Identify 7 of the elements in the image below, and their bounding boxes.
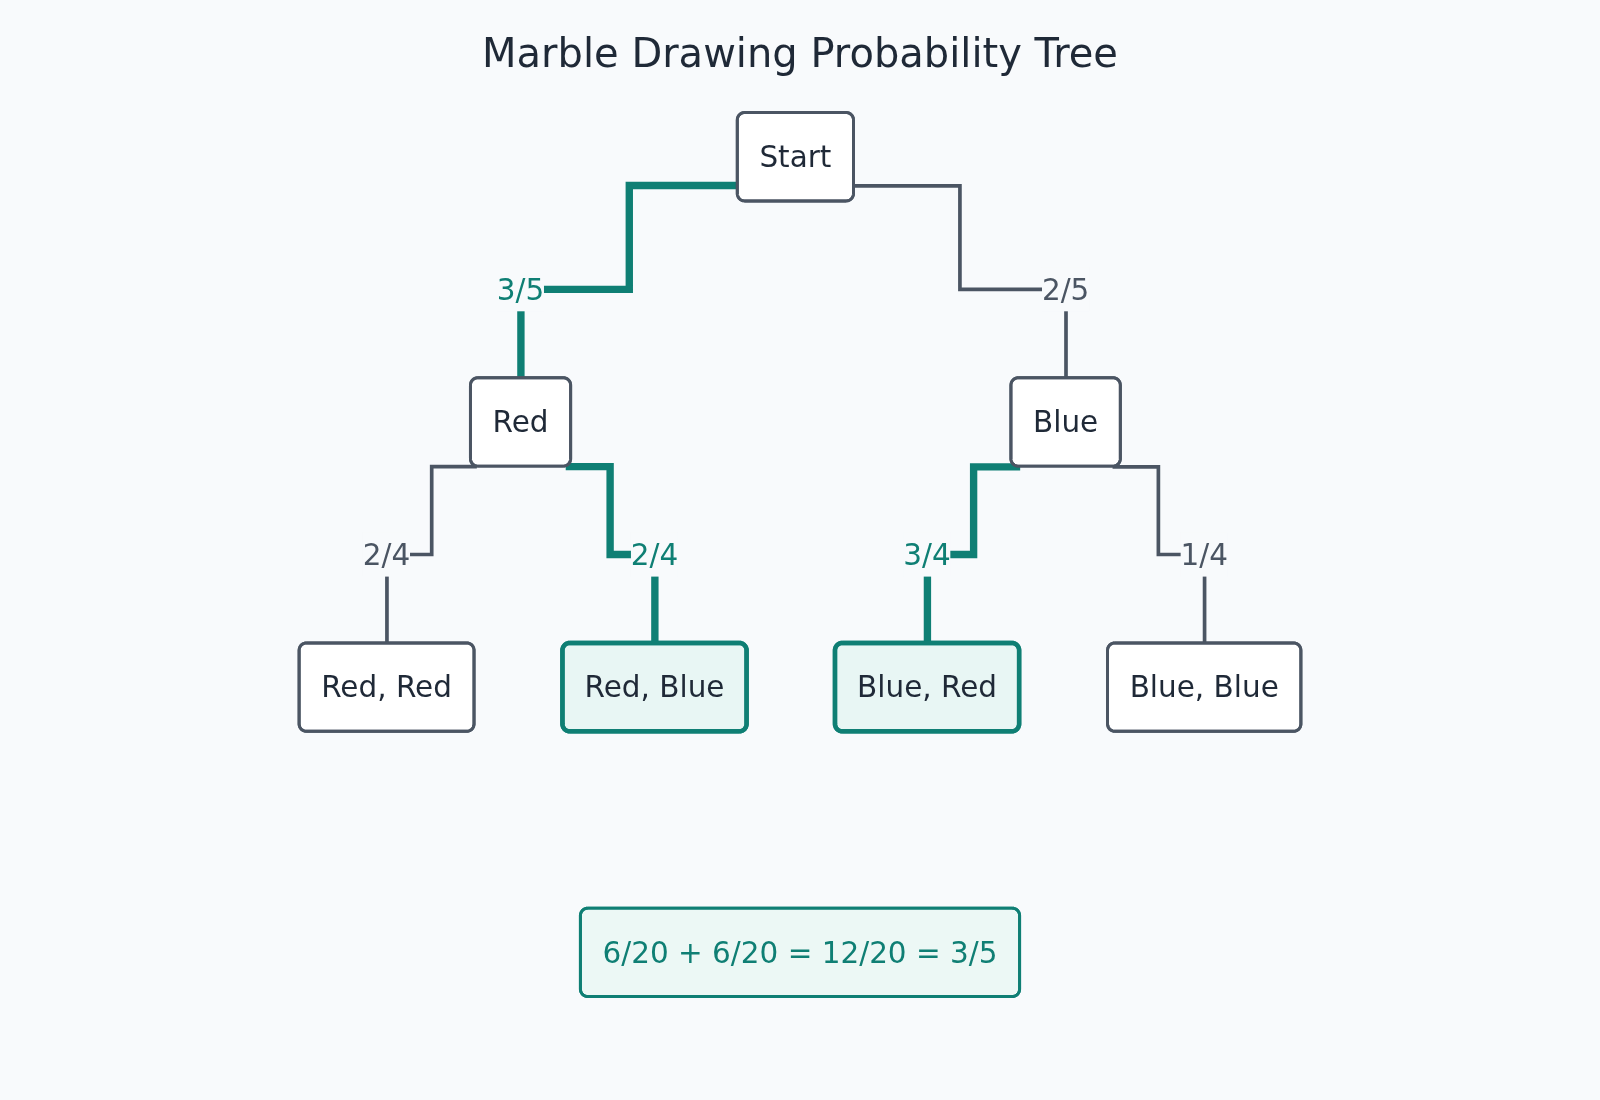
edge-label: 2/4 bbox=[630, 536, 679, 573]
edge-label: 3/5 bbox=[496, 271, 545, 307]
diagram-title: Marble Drawing Probability Tree bbox=[481, 30, 1119, 76]
edge-label: 2/4 bbox=[362, 536, 411, 573]
edge-label: 3/4 bbox=[903, 536, 951, 573]
edge-label: 2/5 bbox=[1041, 271, 1090, 307]
edge-label: 1/4 bbox=[1180, 536, 1228, 573]
